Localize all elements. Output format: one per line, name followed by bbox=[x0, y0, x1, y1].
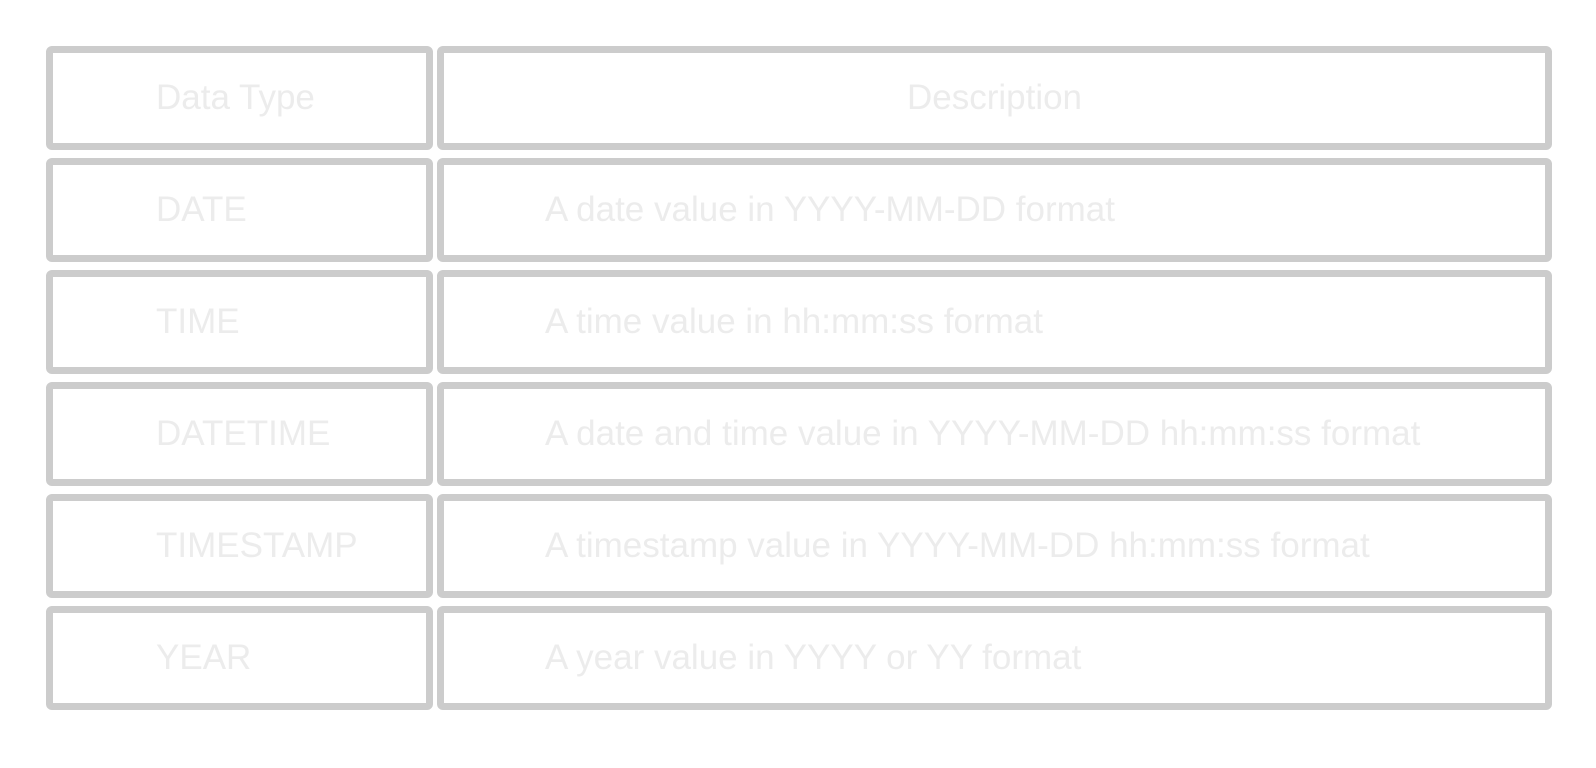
type-cell: TIMESTAMP bbox=[46, 494, 433, 598]
description-cell: A year value in YYYY or YY format bbox=[437, 606, 1552, 710]
header-data-type: Data Type bbox=[46, 46, 433, 150]
table-header-row: Data Type Description bbox=[46, 46, 1552, 150]
type-cell: YEAR bbox=[46, 606, 433, 710]
description-cell: A date and time value in YYYY-MM-DD hh:m… bbox=[437, 382, 1552, 486]
description-cell: A timestamp value in YYYY-MM-DD hh:mm:ss… bbox=[437, 494, 1552, 598]
type-cell: TIME bbox=[46, 270, 433, 374]
data-types-table: Data Type Description DATE A date value … bbox=[46, 46, 1552, 710]
table-row: DATE A date value in YYYY-MM-DD format bbox=[46, 158, 1552, 262]
table-row: TIME A time value in hh:mm:ss format bbox=[46, 270, 1552, 374]
table-row: TIMESTAMP A timestamp value in YYYY-MM-D… bbox=[46, 494, 1552, 598]
header-description: Description bbox=[437, 46, 1552, 150]
type-cell: DATE bbox=[46, 158, 433, 262]
description-cell: A time value in hh:mm:ss format bbox=[437, 270, 1552, 374]
table-row: YEAR A year value in YYYY or YY format bbox=[46, 606, 1552, 710]
table-row: DATETIME A date and time value in YYYY-M… bbox=[46, 382, 1552, 486]
description-cell: A date value in YYYY-MM-DD format bbox=[437, 158, 1552, 262]
type-cell: DATETIME bbox=[46, 382, 433, 486]
